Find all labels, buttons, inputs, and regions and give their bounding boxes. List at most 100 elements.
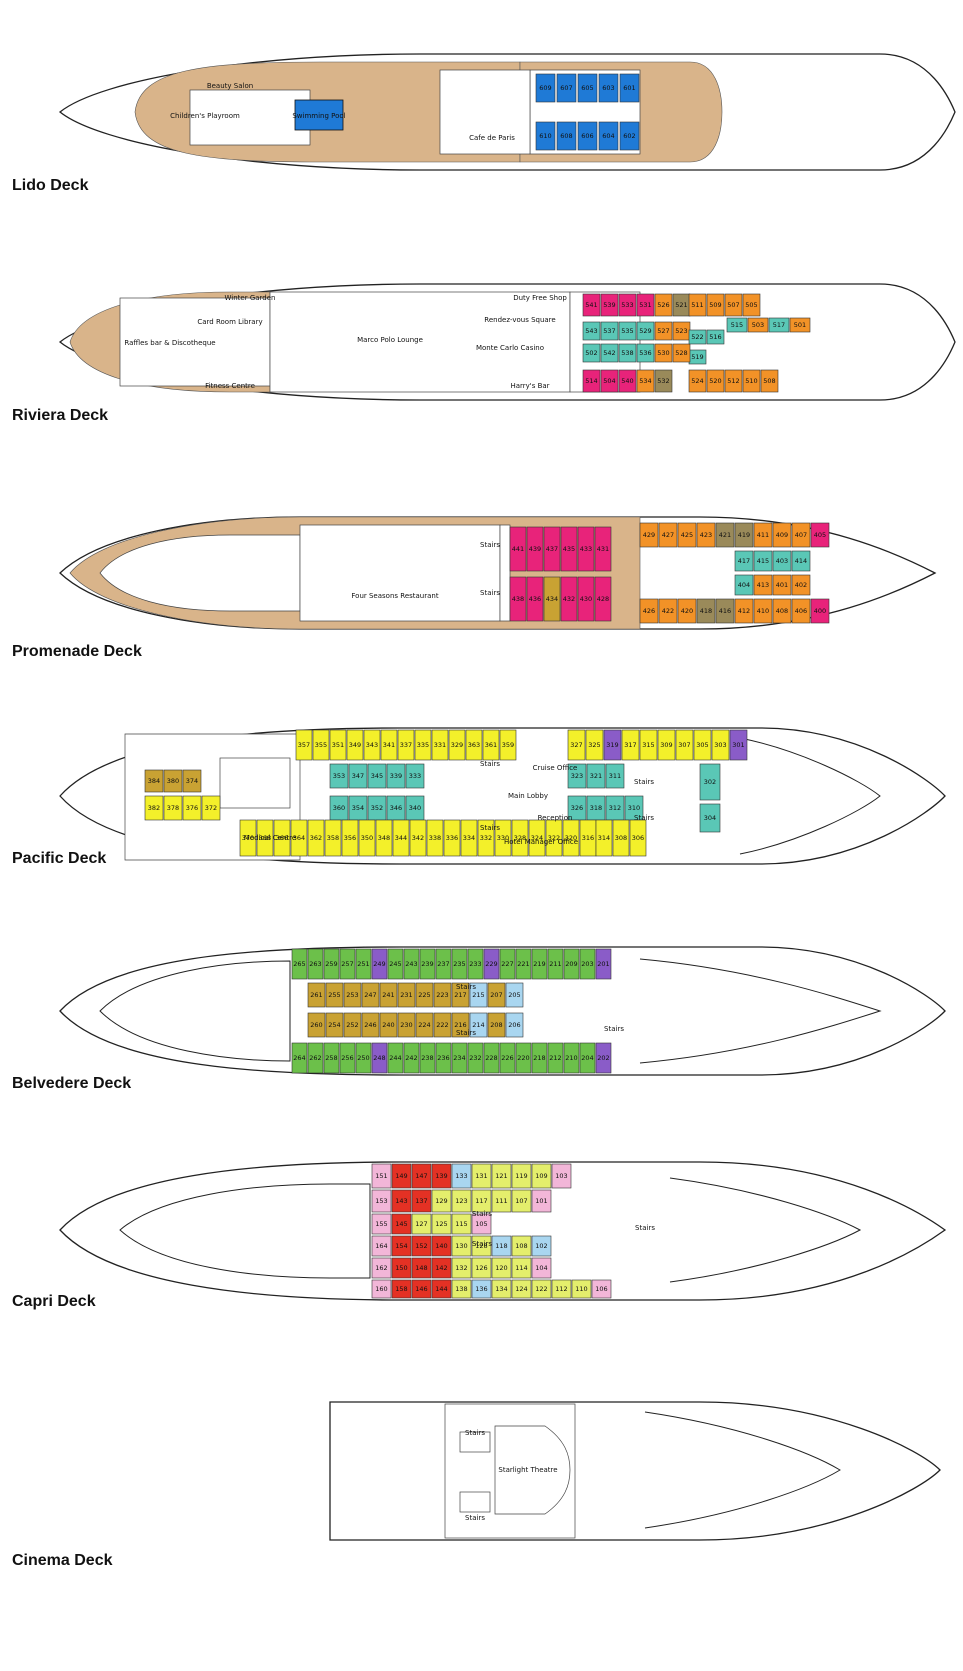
cabin-label-108: 108: [515, 1242, 527, 1250]
cabin-label-516: 516: [709, 333, 721, 341]
cabin-362: [307, 819, 325, 857]
cabin-110: [571, 1279, 592, 1299]
cabin-label-304: 304: [704, 814, 716, 822]
cabin-label-542: 542: [603, 349, 615, 357]
cabin-515: [726, 317, 748, 333]
cabin-145: [391, 1213, 412, 1235]
cabin-436: [526, 576, 544, 622]
cabin-368: [256, 819, 274, 857]
cabin-label-231: 231: [400, 991, 412, 999]
cabin-359: [499, 729, 517, 761]
cabin-231: [397, 982, 416, 1008]
cabin-label-209: 209: [565, 960, 577, 968]
cabin-label-239: 239: [421, 960, 433, 968]
cabin-label-428: 428: [597, 595, 609, 603]
cabin-label-360: 360: [333, 804, 345, 812]
cabin-255: [325, 982, 344, 1008]
cabin-label-264: 264: [293, 1054, 305, 1062]
riviera-area-label: Rendez-vous Square: [484, 316, 555, 324]
cabin-label-208: 208: [490, 1021, 502, 1029]
cabin-158: [391, 1279, 412, 1299]
cabin-162: [371, 1257, 392, 1279]
cabin-382: [144, 795, 164, 821]
cabin-label-244: 244: [389, 1054, 401, 1062]
cabin-250: [355, 1042, 372, 1074]
cabin-label-409: 409: [776, 531, 788, 539]
cabin-261: [307, 982, 326, 1008]
cabin-label-354: 354: [352, 804, 364, 812]
cabin-label-134: 134: [495, 1285, 507, 1293]
cabin-335: [414, 729, 432, 761]
cabin-122: [531, 1279, 552, 1299]
cabin-356: [341, 819, 359, 857]
cabin-label-510: 510: [745, 377, 757, 385]
cabin-244: [387, 1042, 404, 1074]
cabin-label-250: 250: [357, 1054, 369, 1062]
cabin-208: [487, 1012, 506, 1038]
cabin-146: [411, 1279, 432, 1299]
cabin-151: [371, 1163, 392, 1189]
cabin-511: [688, 293, 707, 317]
cabin-435: [560, 526, 578, 572]
cabin-429: [639, 522, 659, 548]
cabin-label-243: 243: [405, 960, 417, 968]
cabin-227: [499, 948, 516, 980]
lido-area-label: Swimming Pool: [292, 112, 345, 120]
cabin-label-427: 427: [662, 531, 674, 539]
cabin-307: [675, 729, 694, 761]
cabin-label-331: 331: [434, 741, 446, 749]
cabin-150: [391, 1257, 412, 1279]
cabin-102: [531, 1235, 552, 1257]
cinema-area-label: Stairs: [465, 1429, 485, 1437]
cabin-137: [411, 1189, 432, 1213]
cabin-label-505: 505: [745, 301, 757, 309]
cabin-label-246: 246: [364, 1021, 376, 1029]
deck-label-pacific: Pacific Deck: [12, 850, 107, 867]
cabin-label-520: 520: [709, 377, 721, 385]
promenade-area-label: Stairs: [480, 589, 500, 597]
cabin-label-234: 234: [453, 1054, 465, 1062]
cabin-258: [323, 1042, 340, 1074]
cabin-label-238: 238: [421, 1054, 433, 1062]
cabin-536: [636, 343, 655, 363]
cabin-401: [772, 574, 792, 596]
cabin-label-420: 420: [681, 607, 693, 615]
cabin-322: [545, 819, 563, 857]
cabin-257: [339, 948, 356, 980]
cabin-label-504: 504: [603, 377, 615, 385]
cabin-label-256: 256: [341, 1054, 353, 1062]
cabin-label-372: 372: [205, 804, 217, 812]
cabin-320: [562, 819, 580, 857]
cabin-416: [715, 598, 735, 624]
cabin-311: [605, 763, 625, 789]
cabin-label-408: 408: [776, 607, 788, 615]
cabin-607: [556, 73, 577, 103]
capri-area-label: Stairs: [635, 1224, 655, 1232]
cabin-label-226: 226: [501, 1054, 513, 1062]
cabin-144: [431, 1279, 452, 1299]
cabin-label-429: 429: [643, 531, 655, 539]
cabin-label-425: 425: [681, 531, 693, 539]
cabin-230: [397, 1012, 416, 1038]
cabin-label-133: 133: [455, 1172, 467, 1180]
cabin-label-107: 107: [515, 1197, 527, 1205]
cabin-label-310: 310: [628, 804, 640, 812]
cabin-label-205: 205: [508, 991, 520, 999]
cabin-126: [471, 1257, 492, 1279]
cabin-label-330: 330: [497, 834, 509, 842]
cabin-426: [639, 598, 659, 624]
cabin-label-230: 230: [400, 1021, 412, 1029]
cabin-label-127: 127: [415, 1220, 427, 1228]
cabin-120: [491, 1257, 512, 1279]
cabin-319: [603, 729, 622, 761]
cabin-142: [431, 1257, 452, 1279]
cabin-label-537: 537: [603, 327, 615, 335]
cabin-label-349: 349: [349, 741, 361, 749]
cabin-label-118: 118: [495, 1242, 507, 1250]
cabin-label-326: 326: [571, 804, 583, 812]
belvedere-area-label: Stairs: [604, 1025, 624, 1033]
cabin-204: [579, 1042, 596, 1074]
cabin-437: [543, 526, 561, 572]
